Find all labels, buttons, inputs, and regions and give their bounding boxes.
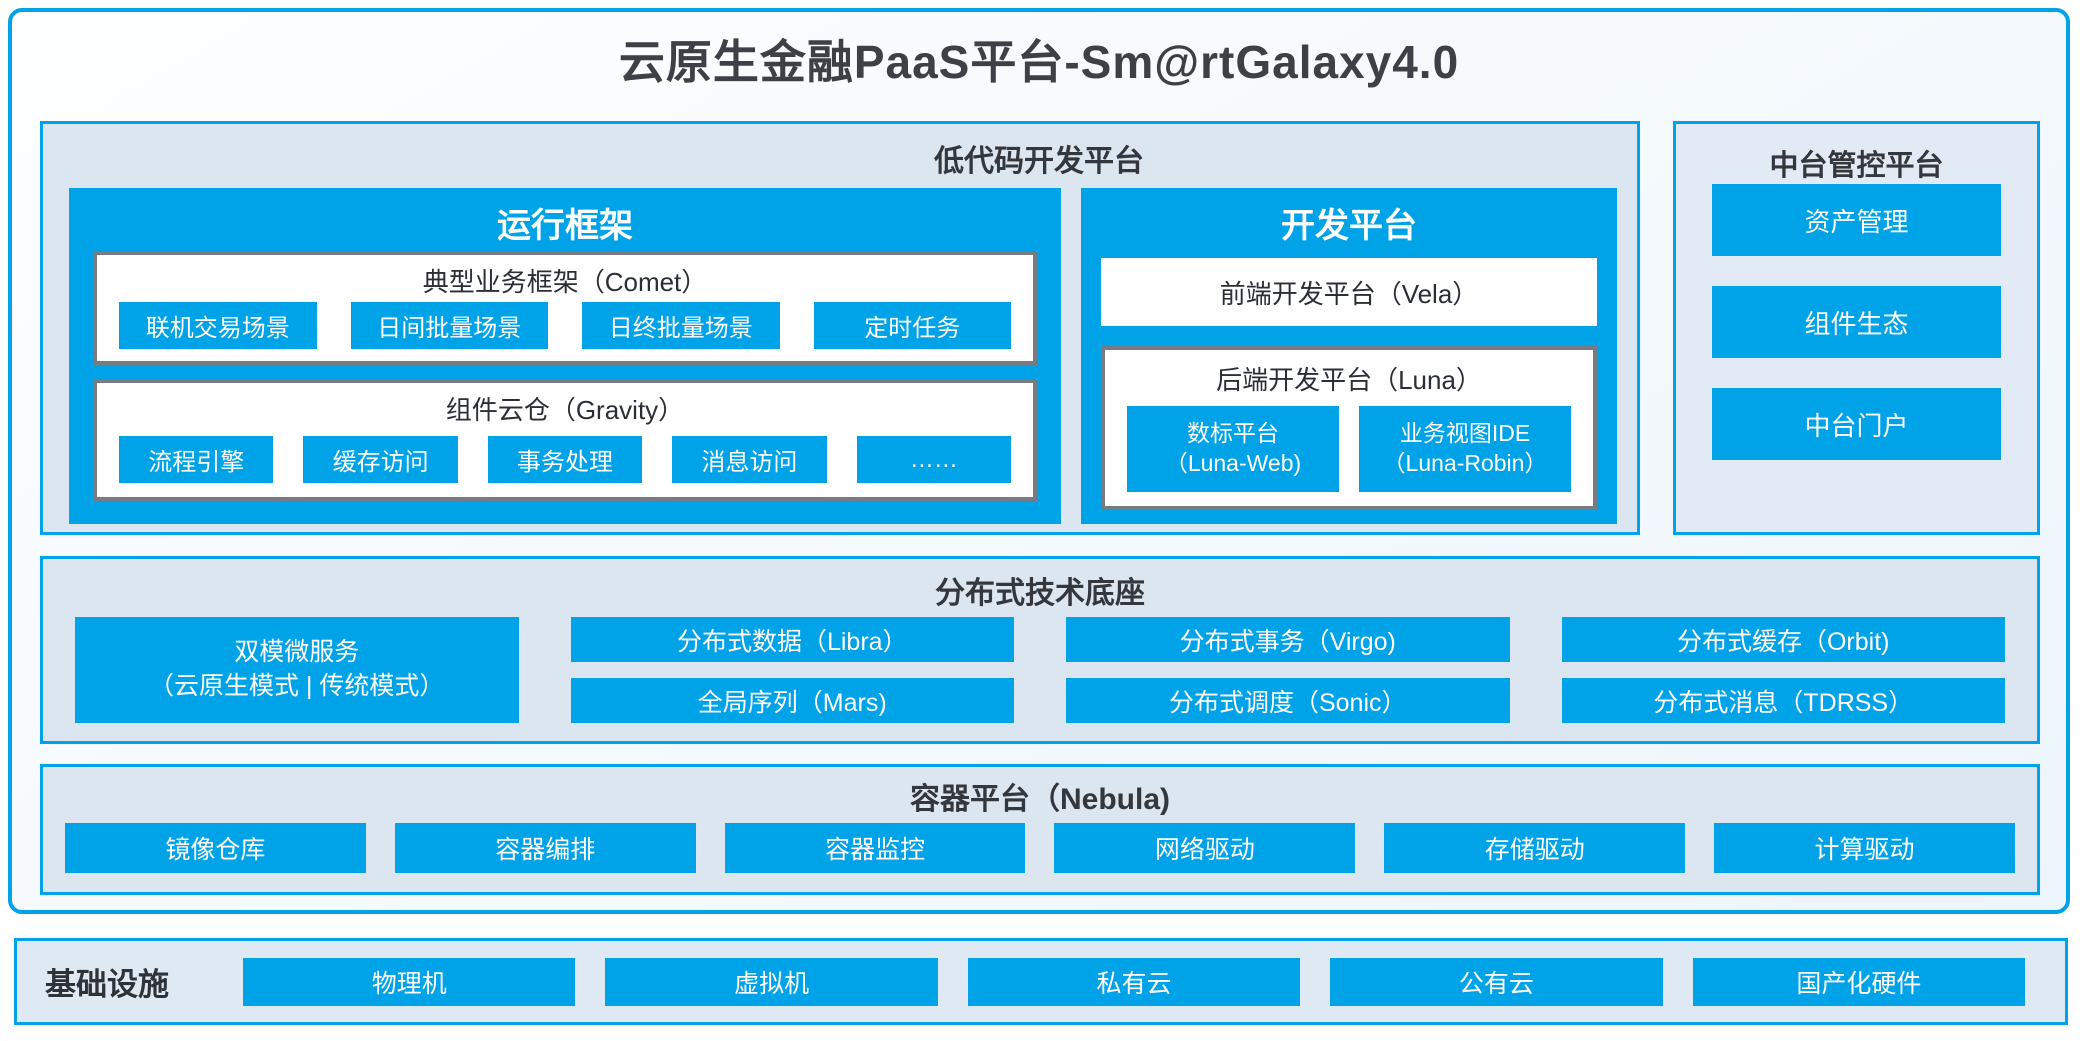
node-luna-web-line1: 数标平台 bbox=[1187, 420, 1279, 447]
node-luna-web-line2: （Luna-Web) bbox=[1164, 450, 1302, 476]
node-network-driver: 网络驱动 bbox=[1054, 823, 1356, 873]
distributed-base-panel: 分布式技术底座 双模微服务 （云原生模式 | 传统模式） 分布式数据（Libra… bbox=[40, 556, 2040, 744]
luna-backend-box: 后端开发平台（Luna） 数标平台 （Luna-Web) 业务视图IDE （Lu… bbox=[1101, 346, 1597, 510]
container-items-row: 镜像仓库 容器编排 容器监控 网络驱动 存储驱动 计算驱动 bbox=[65, 823, 2015, 873]
container-platform-title: 容器平台（Nebula) bbox=[909, 783, 1170, 816]
distributed-grid: 双模微服务 （云原生模式 | 传统模式） 分布式数据（Libra） 分布式事务（… bbox=[75, 617, 2005, 723]
dev-platform-block: 开发平台 前端开发平台（Vela） 后端开发平台（Luna） 数标平台 （Lun… bbox=[1081, 188, 1617, 524]
vela-frontend-box: 前端开发平台（Vela） bbox=[1101, 258, 1597, 326]
distributed-base-title: 分布式技术底座 bbox=[935, 577, 1145, 610]
node-scheduled-task: 定时任务 bbox=[813, 302, 1011, 349]
node-global-sequence-mars: 全局序列（Mars) bbox=[570, 678, 1014, 723]
node-ellipsis: …… bbox=[856, 436, 1012, 483]
low-code-platform-panel: 低代码开发平台 运行框架 典型业务框架（Comet） 联机交易场景 日间批量场景… bbox=[40, 121, 1640, 535]
luna-backend-title: 后端开发平台（Luna） bbox=[1216, 365, 1482, 395]
node-luna-robin-line1: 业务视图IDE bbox=[1399, 420, 1531, 447]
node-compute-driver: 计算驱动 bbox=[1714, 823, 2015, 873]
node-cache-access: 缓存访问 bbox=[303, 436, 458, 483]
node-public-cloud: 公有云 bbox=[1330, 957, 1663, 1006]
running-framework-title: 运行框架 bbox=[497, 207, 633, 245]
node-mid-platform-portal: 中台门户 bbox=[1712, 388, 2001, 460]
node-physical-machine: 物理机 bbox=[243, 957, 576, 1006]
node-message-access: 消息访问 bbox=[672, 436, 827, 483]
node-transaction-processing: 事务处理 bbox=[487, 436, 643, 483]
infrastructure-items-row: 物理机 虚拟机 私有云 公有云 国产化硬件 bbox=[243, 957, 2026, 1006]
node-distributed-message-tdrss: 分布式消息（TDRSS） bbox=[1561, 678, 2005, 723]
node-luna-robin: 业务视图IDE （Luna-Robin） bbox=[1359, 406, 1571, 492]
dev-platform-title: 开发平台 bbox=[1281, 207, 1417, 245]
comet-items-row: 联机交易场景 日间批量场景 日终批量场景 定时任务 bbox=[119, 302, 1011, 349]
node-asset-management: 资产管理 bbox=[1712, 184, 2001, 256]
node-luna-web: 数标平台 （Luna-Web) bbox=[1127, 406, 1339, 492]
gravity-warehouse-title: 组件云仓（Gravity） bbox=[445, 395, 685, 425]
gravity-items-row: 流程引擎 缓存访问 事务处理 消息访问 …… bbox=[119, 436, 1012, 483]
node-virtual-machine: 虚拟机 bbox=[605, 957, 938, 1006]
node-distributed-cache-orbit: 分布式缓存（Orbit) bbox=[1561, 617, 2005, 662]
node-storage-driver: 存储驱动 bbox=[1384, 823, 1686, 873]
node-process-engine: 流程引擎 bbox=[119, 436, 274, 483]
node-distributed-scheduling-sonic: 分布式调度（Sonic） bbox=[1066, 678, 1510, 723]
gravity-warehouse-box: 组件云仓（Gravity） 流程引擎 缓存访问 事务处理 消息访问 …… bbox=[93, 379, 1037, 501]
node-daytime-batch: 日间批量场景 bbox=[350, 302, 548, 349]
container-platform-panel: 容器平台（Nebula) 镜像仓库 容器编排 容器监控 网络驱动 存储驱动 计算… bbox=[40, 764, 2040, 895]
comet-framework-title: 典型业务框架（Comet） bbox=[422, 267, 708, 297]
node-container-orchestration: 容器编排 bbox=[394, 823, 696, 873]
node-image-registry: 镜像仓库 bbox=[65, 823, 366, 873]
node-container-monitoring: 容器监控 bbox=[724, 823, 1026, 873]
infrastructure-panel: 基础设施 物理机 虚拟机 私有云 公有云 国产化硬件 bbox=[14, 938, 2068, 1025]
node-domestic-hardware: 国产化硬件 bbox=[1692, 957, 2026, 1006]
mid-platform-panel: 中台管控平台 资产管理 组件生态 中台门户 bbox=[1673, 121, 2040, 535]
infrastructure-title: 基础设施 bbox=[45, 967, 169, 1002]
mid-platform-title: 中台管控平台 bbox=[1769, 150, 1944, 182]
node-online-transaction: 联机交易场景 bbox=[119, 302, 317, 349]
node-dual-mode-line2: （云原生模式 | 传统模式） bbox=[149, 672, 445, 700]
node-distributed-data-libra: 分布式数据（Libra） bbox=[570, 617, 1014, 662]
comet-framework-box: 典型业务框架（Comet） 联机交易场景 日间批量场景 日终批量场景 定时任务 bbox=[93, 251, 1037, 365]
node-eod-batch: 日终批量场景 bbox=[582, 302, 780, 349]
node-dual-mode-microservice: 双模微服务 （云原生模式 | 传统模式） bbox=[75, 617, 519, 723]
node-dual-mode-line1: 双模微服务 bbox=[234, 638, 360, 667]
node-private-cloud: 私有云 bbox=[967, 957, 1301, 1006]
node-distributed-transaction-virgo: 分布式事务（Virgo) bbox=[1066, 617, 1510, 662]
node-luna-robin-line2: （Luna-Robin） bbox=[1382, 450, 1548, 476]
running-framework-block: 运行框架 典型业务框架（Comet） 联机交易场景 日间批量场景 日终批量场景 … bbox=[69, 188, 1061, 524]
node-component-ecosystem: 组件生态 bbox=[1712, 286, 2001, 358]
page-title: 云原生金融PaaS平台-Sm@rtGalaxy4.0 bbox=[618, 36, 1460, 88]
luna-items-row: 数标平台 （Luna-Web) 业务视图IDE （Luna-Robin） bbox=[1127, 406, 1571, 492]
